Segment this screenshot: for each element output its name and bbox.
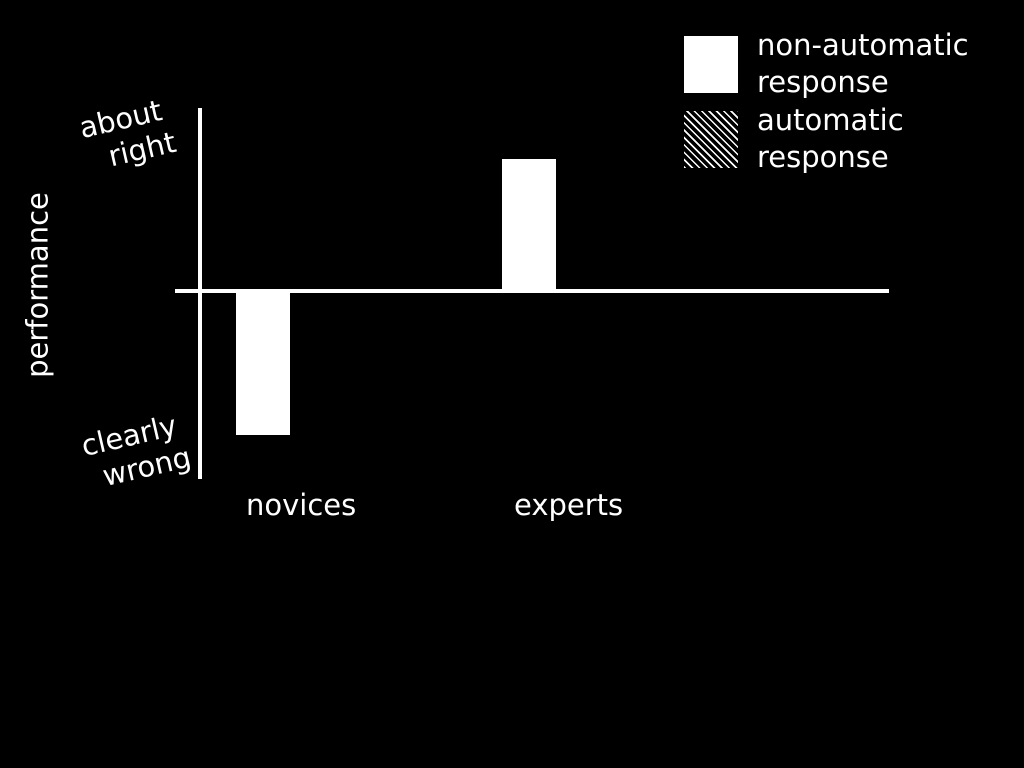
legend: non-automatic response automatic respons… bbox=[684, 28, 1004, 183]
legend-item-non-automatic-response: non-automatic response bbox=[684, 28, 1004, 108]
legend-label-non-automatic-response: non-automatic response bbox=[757, 28, 969, 99]
legend-label-automatic-response: automatic response bbox=[757, 103, 904, 174]
bar-experts bbox=[502, 159, 556, 290]
y-tick-label-clearly-wrong: clearly wrong bbox=[78, 407, 194, 497]
bar-novices bbox=[236, 293, 290, 435]
x-tick-label-novices: novices bbox=[246, 488, 357, 522]
y-tick-label-about-right: about right bbox=[76, 92, 179, 179]
x-tick-label-experts: experts bbox=[514, 488, 624, 522]
y-axis-line bbox=[198, 108, 202, 479]
x-axis-zero-line bbox=[175, 289, 889, 293]
legend-swatch-hatched-icon bbox=[684, 111, 738, 168]
y-axis-title: performance bbox=[20, 192, 55, 378]
legend-swatch-solid-icon bbox=[684, 36, 738, 93]
legend-item-automatic-response: automatic response bbox=[684, 103, 1004, 183]
